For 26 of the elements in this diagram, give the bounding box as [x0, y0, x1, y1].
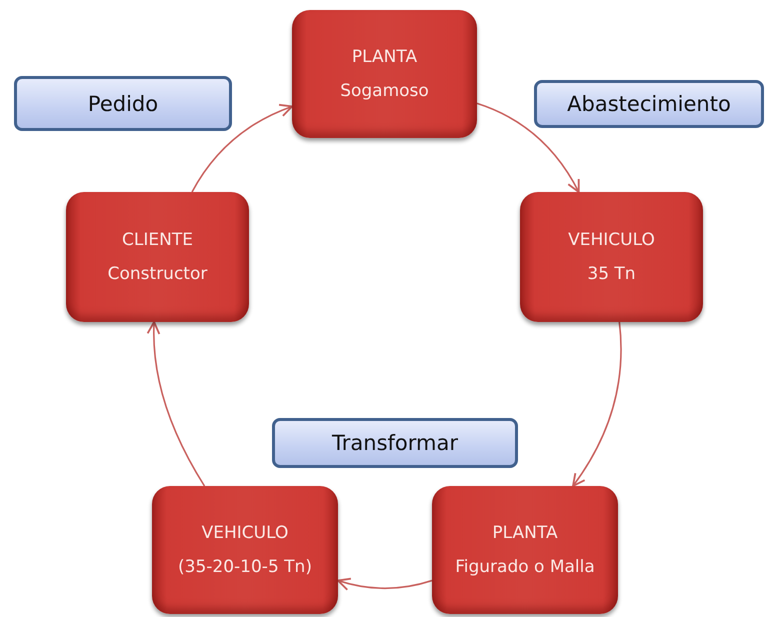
label-box: [272, 418, 518, 468]
label-text: Abastecimiento: [567, 92, 731, 116]
box-subtitle: Figurado o Malla: [455, 557, 595, 577]
box-subtitle: Constructor: [108, 264, 208, 284]
process-box: [292, 10, 477, 138]
label-text: Pedido: [88, 92, 158, 116]
arrow: [147, 321, 206, 486]
box-title: VEHICULO: [202, 523, 288, 543]
box-title: VEHICULO: [568, 230, 655, 250]
arrow: [476, 102, 580, 193]
label-box: [14, 76, 232, 131]
process-box: [66, 192, 249, 322]
label-text: Transformar: [332, 431, 458, 455]
box-title: PLANTA: [492, 523, 558, 543]
box-title: PLANTA: [352, 47, 418, 67]
box-title: CLIENTE: [122, 230, 193, 250]
process-box: [152, 486, 338, 614]
process-box: [432, 486, 618, 614]
arrow: [337, 577, 432, 590]
box-subtitle: Sogamoso: [340, 81, 429, 101]
label-box: [534, 80, 764, 128]
box-subtitle: 35 Tn: [587, 264, 636, 284]
arrow: [191, 104, 293, 192]
arrow: [572, 322, 622, 487]
box-subtitle: (35-20-10-5 Tn): [178, 557, 312, 577]
process-box: [520, 192, 703, 322]
